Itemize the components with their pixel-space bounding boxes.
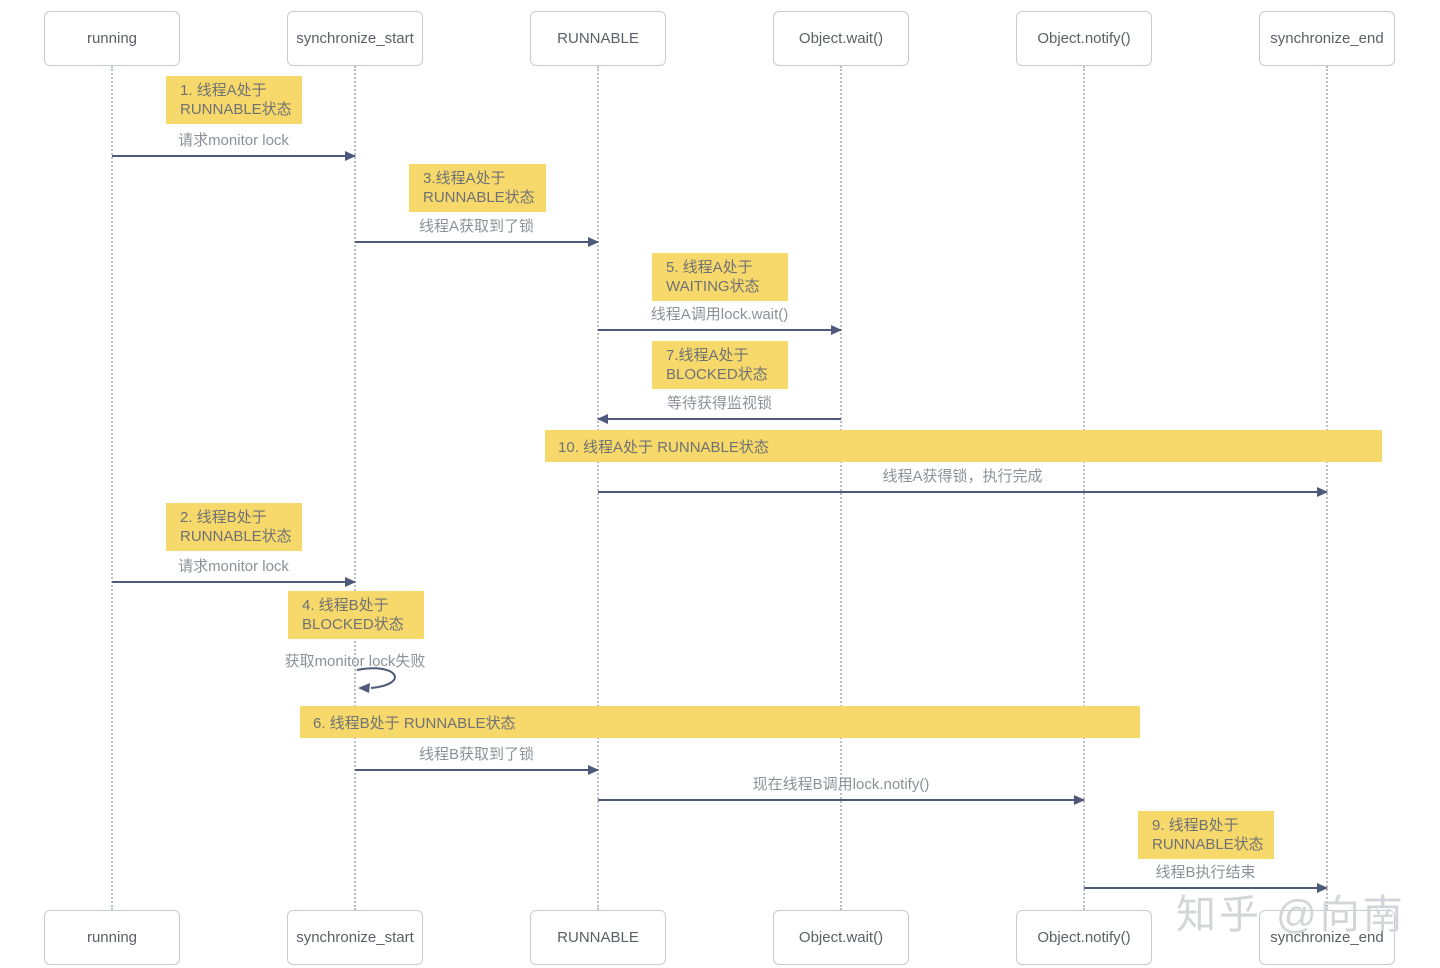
message-label: 等待获得监视锁 (666, 395, 772, 412)
actor-footer-object-notify: Object.notify() (1016, 910, 1152, 965)
note-line: WAITING状态 (666, 278, 760, 295)
lifeline-runnable (597, 66, 599, 910)
note-2-thread-b-runnable: 2. 线程B处于 RUNNABLE状态 (166, 503, 302, 551)
message-label: 线程B执行结束 (1155, 864, 1256, 881)
actor-label: running (86, 30, 138, 47)
zhihu-watermark: 知乎 @向南 (1176, 893, 1406, 937)
lifeline-object-wait (840, 66, 842, 910)
actor-footer-runnable: RUNNABLE (530, 910, 666, 965)
note-line: 7.线程A处于 (666, 347, 749, 364)
note-3-thread-a-runnable: 3.线程A处于 RUNNABLE状态 (409, 164, 546, 212)
note-9-thread-b-runnable: 9. 线程B处于 RUNNABLE状态 (1138, 811, 1274, 859)
actor-label: Object.notify() (1037, 30, 1131, 47)
actor-label: synchronize_end (1270, 929, 1384, 946)
message-thread-a-got-lock: 线程A获取到了锁 (355, 217, 599, 247)
arrowhead-right-icon (1317, 487, 1328, 497)
message-label: 线程A获得锁，执行完成 (882, 468, 1043, 485)
message-label: 线程A调用lock.wait() (650, 306, 789, 323)
lifeline-synchronize-start (354, 66, 356, 910)
actor-header-synchronize-start: synchronize_start (287, 11, 423, 66)
note-7-thread-a-blocked: 7.线程A处于 BLOCKED状态 (652, 341, 788, 389)
actor-label: Object.wait() (798, 30, 884, 47)
message-label: 请求monitor lock (178, 558, 289, 575)
self-loop-arrow-icon (356, 667, 396, 693)
actor-footer-synchronize-start: synchronize_start (287, 910, 423, 965)
actor-header-synchronize-end: synchronize_end (1259, 11, 1395, 66)
message-thread-a-done: 线程A获得锁，执行完成 (598, 467, 1328, 497)
actor-label: Object.notify() (1037, 929, 1131, 946)
arrowhead-right-icon (831, 325, 842, 335)
actor-header-running: running (44, 11, 180, 66)
arrowhead-right-icon (588, 765, 599, 775)
note-line: BLOCKED状态 (666, 366, 768, 383)
note-line: 4. 线程B处于 (302, 597, 389, 614)
actor-header-object-wait: Object.wait() (773, 11, 909, 66)
arrowhead-right-icon (588, 237, 599, 247)
arrowhead-right-icon (1074, 795, 1085, 805)
actor-label: running (86, 929, 138, 946)
arrowhead-right-icon (345, 151, 356, 161)
actor-label: RUNNABLE (557, 30, 639, 47)
note-line: 1. 线程A处于 (180, 82, 267, 99)
note-line: BLOCKED状态 (302, 616, 404, 633)
message-thread-b-lock-notify: 现在线程B调用lock.notify() (598, 775, 1085, 805)
note-10-thread-a-runnable: 10. 线程A处于 RUNNABLE状态 (545, 430, 1382, 462)
actor-label: synchronize_start (296, 929, 414, 946)
message-thread-b-finished: 线程B执行结束 (1084, 863, 1328, 893)
actor-label: synchronize_end (1270, 30, 1384, 47)
arrowhead-right-icon (1317, 883, 1328, 893)
note-line: RUNNABLE状态 (1152, 836, 1264, 853)
actor-footer-running: running (44, 910, 180, 965)
message-label-monitor-lock-failed: 获取monitor lock失败 (284, 653, 426, 670)
actor-header-object-notify: Object.notify() (1016, 11, 1152, 66)
actor-label: Object.wait() (798, 929, 884, 946)
lifeline-running (111, 66, 113, 910)
note-line: 3.线程A处于 (423, 170, 506, 187)
message-label: 现在线程B调用lock.notify() (752, 776, 930, 793)
message-thread-a-lock-wait: 线程A调用lock.wait() (598, 305, 842, 335)
actor-label: synchronize_start (296, 30, 414, 47)
actor-label: RUNNABLE (557, 929, 639, 946)
message-label: 线程B获取到了锁 (418, 746, 534, 763)
note-line: RUNNABLE状态 (180, 528, 292, 545)
actor-header-runnable: RUNNABLE (530, 11, 666, 66)
arrowhead-right-icon (345, 577, 356, 587)
note-5-thread-a-waiting: 5. 线程A处于 WAITING状态 (652, 253, 788, 301)
note-line: 9. 线程B处于 (1152, 817, 1239, 834)
note-line: 5. 线程A处于 (666, 259, 753, 276)
arrowhead-left-icon (597, 414, 608, 424)
message-wait-for-monitor: 等待获得监视锁 (597, 394, 841, 424)
lifeline-object-notify (1083, 66, 1085, 910)
message-request-monitor-lock-a: 请求monitor lock (112, 131, 356, 161)
note-line: RUNNABLE状态 (180, 101, 292, 118)
note-line: 10. 线程A处于 RUNNABLE状态 (558, 438, 769, 456)
note-line: RUNNABLE状态 (423, 189, 535, 206)
actor-footer-object-wait: Object.wait() (773, 910, 909, 965)
message-label: 线程A获取到了锁 (418, 218, 534, 235)
note-6-thread-b-runnable: 6. 线程B处于 RUNNABLE状态 (300, 706, 1140, 738)
note-line: 6. 线程B处于 RUNNABLE状态 (313, 714, 516, 732)
note-4-thread-b-blocked: 4. 线程B处于 BLOCKED状态 (288, 591, 424, 639)
message-label: 请求monitor lock (178, 132, 289, 149)
note-line: 2. 线程B处于 (180, 509, 267, 526)
actor-footer-synchronize-end: synchronize_end (1259, 910, 1395, 965)
note-1-thread-a-runnable: 1. 线程A处于 RUNNABLE状态 (166, 76, 302, 124)
message-request-monitor-lock-b: 请求monitor lock (112, 557, 356, 587)
message-thread-b-got-lock: 线程B获取到了锁 (355, 745, 599, 775)
